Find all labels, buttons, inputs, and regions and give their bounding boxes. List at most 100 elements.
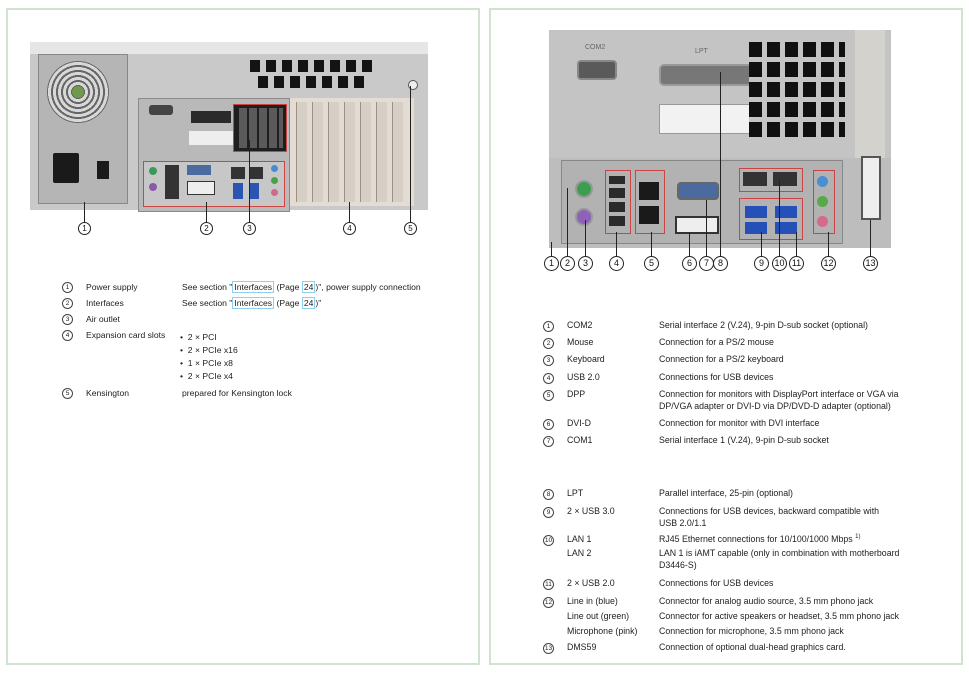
line-in-jack [817, 176, 828, 187]
interfaces-link[interactable]: Interfaces [232, 297, 275, 309]
pc-rear-photo [30, 42, 428, 212]
interfaces-panel [138, 98, 290, 212]
legend-description-cont: D3446-S) [659, 560, 697, 570]
legend-label: Line out (green) [567, 611, 630, 621]
legend-number: 12 [543, 597, 554, 608]
page-link[interactable]: 24 [301, 281, 316, 293]
callout-10: 10 [772, 256, 787, 271]
legend-number: 4 [62, 330, 73, 341]
com1-port [677, 182, 719, 200]
left-manual-page: 1 2 3 4 5 1 Power supply See section "In… [6, 8, 480, 665]
legend-number: 9 [543, 507, 554, 518]
legend-label: Microphone (pink) [567, 626, 638, 636]
legend-label: Kensington [86, 388, 130, 398]
callout-2: 2 [200, 222, 213, 235]
legend-description: Connection for microphone, 3.5 mm phono … [659, 626, 844, 636]
legend-description: Connection for a PS/2 keyboard [659, 354, 784, 364]
com2-port [577, 60, 617, 80]
slot-list-item: • 2 × PCIe x16 [180, 345, 238, 355]
displayport-ports [639, 178, 659, 224]
right-manual-page: COM2 LPT 1 [489, 8, 963, 665]
keyboard-port [575, 208, 593, 226]
legend-label: DMS59 [567, 642, 597, 652]
interfaces-link[interactable]: Interfaces [232, 281, 275, 293]
legend-description: Connector for analog audio source, 3.5 m… [659, 596, 874, 606]
dvi-port [675, 216, 719, 234]
slot-list-item: • 1 × PCIe x8 [180, 358, 233, 368]
callout-2: 2 [560, 256, 575, 271]
lpt-port [659, 64, 755, 86]
page-link[interactable]: 24 [301, 297, 316, 309]
legend-label: Interfaces [86, 298, 124, 308]
legend-description: Connection for monitors with DisplayPort… [659, 389, 899, 399]
power-inlet [53, 153, 79, 183]
legend-label: Mouse [567, 337, 594, 347]
callout-12: 12 [821, 256, 836, 271]
legend-number: 3 [62, 314, 73, 325]
legend-label: LPT [567, 488, 584, 498]
legend-description: Connection of optional dual-head graphic… [659, 642, 846, 652]
legend-description: Parallel interface, 25-pin (optional) [659, 488, 793, 498]
legend-number: 6 [543, 419, 554, 430]
legend-description: See section "Interfaces (Page 24)", powe… [182, 281, 421, 293]
legend-number: 2 [62, 298, 73, 309]
legend-label: Air outlet [86, 314, 120, 324]
legend-number: 2 [543, 338, 554, 349]
com2-photo-label: COM2 [585, 44, 606, 51]
callout-9: 9 [754, 256, 769, 271]
legend-label: LAN 2 [567, 548, 592, 558]
legend-label: COM1 [567, 435, 593, 445]
lpt-photo-label: LPT [695, 48, 708, 55]
callout-7: 7 [699, 256, 714, 271]
legend-number: 4 [543, 373, 554, 384]
legend-number: 5 [543, 390, 554, 401]
callout-3: 3 [243, 222, 256, 235]
callout-11: 11 [789, 256, 804, 271]
legend-label: Power supply [86, 282, 138, 292]
legend-number: 7 [543, 436, 554, 447]
air-outlet [233, 104, 287, 152]
legend-description: Serial interface 2 (V.24), 9-pin D-sub s… [659, 320, 868, 330]
expansion-card-slots [290, 98, 414, 206]
legend-label: Keyboard [567, 354, 605, 364]
legend-number: 11 [543, 579, 554, 590]
legend-label: Expansion card slots [86, 330, 166, 340]
slot-list-item: • 2 × PCIe x4 [180, 371, 233, 381]
legend-description: Connection for monitor with DVI interfac… [659, 418, 820, 428]
legend-number: 5 [62, 388, 73, 399]
callout-3: 3 [578, 256, 593, 271]
legend-description: prepared for Kensington lock [182, 388, 292, 398]
line-out-jack [817, 196, 828, 207]
mouse-port [575, 180, 593, 198]
legend-number: 10 [543, 535, 554, 546]
legend-description: Connections for USB devices [659, 578, 774, 588]
slot-list-item: • 2 × PCI [180, 332, 217, 342]
callout-4: 4 [609, 256, 624, 271]
lan-ports [743, 172, 797, 186]
legend-description: Serial interface 1 (V.24), 9-pin D-sub s… [659, 435, 829, 445]
callout-8: 8 [713, 256, 728, 271]
callout-4: 4 [343, 222, 356, 235]
legend-description: Connections for USB devices, backward co… [659, 506, 880, 516]
callout-1: 1 [544, 256, 559, 271]
legend-row: 2 Interfaces See section "Interfaces (Pa… [62, 297, 472, 310]
legend-label: 2 × USB 2.0 [567, 578, 615, 588]
microphone-jack [817, 216, 828, 227]
usb20-right-ports [775, 202, 797, 234]
legend-label: COM2 [567, 320, 593, 330]
footnote-marker: 1) [855, 534, 861, 541]
legend-description: Connector for active speakers or headset… [659, 611, 900, 621]
legend-label: Line in (blue) [567, 596, 618, 606]
legend-label: 2 × USB 3.0 [567, 506, 615, 516]
callout-5: 5 [404, 222, 417, 235]
legend-label: USB 2.0 [567, 372, 600, 382]
legend-row: 1 Power supply See section "Interfaces (… [62, 281, 472, 294]
legend-label: LAN 1 [567, 534, 592, 544]
power-switch [97, 161, 109, 179]
legend-row: 5 Kensington prepared for Kensington loc… [62, 388, 472, 400]
callout-6: 6 [682, 256, 697, 271]
legend-description: LAN 1 is iAMT capable (only in combinati… [659, 548, 900, 558]
callout-1: 1 [78, 222, 91, 235]
legend-number: 8 [543, 489, 554, 500]
legend-label: DVI-D [567, 418, 591, 428]
